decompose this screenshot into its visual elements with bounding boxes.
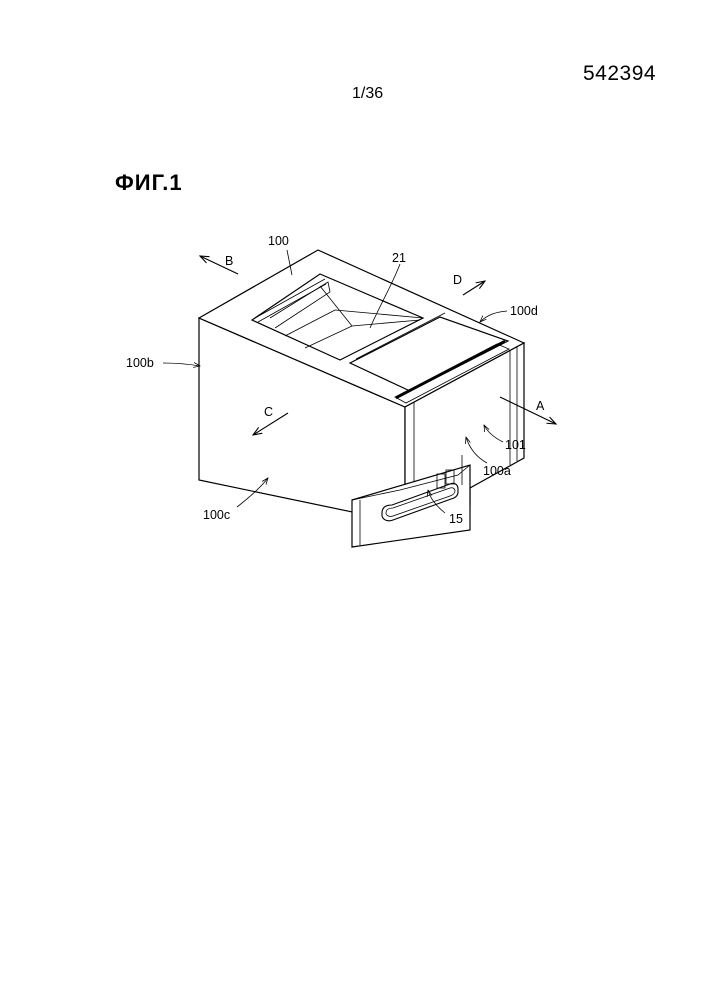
arrow-d <box>463 281 485 295</box>
label-15: 15 <box>449 512 463 526</box>
label-d: D <box>453 273 462 287</box>
label-c: C <box>264 405 273 419</box>
label-b: B <box>225 254 233 268</box>
label-101: 101 <box>505 438 526 452</box>
label-100c: 100c <box>203 508 230 522</box>
label-100: 100 <box>268 234 289 248</box>
label-100a: 100a <box>483 464 511 478</box>
box-body <box>199 250 524 523</box>
label-100d: 100d <box>510 304 538 318</box>
label-100b: 100b <box>126 356 154 370</box>
label-a: A <box>536 399 545 413</box>
label-21: 21 <box>392 251 406 265</box>
